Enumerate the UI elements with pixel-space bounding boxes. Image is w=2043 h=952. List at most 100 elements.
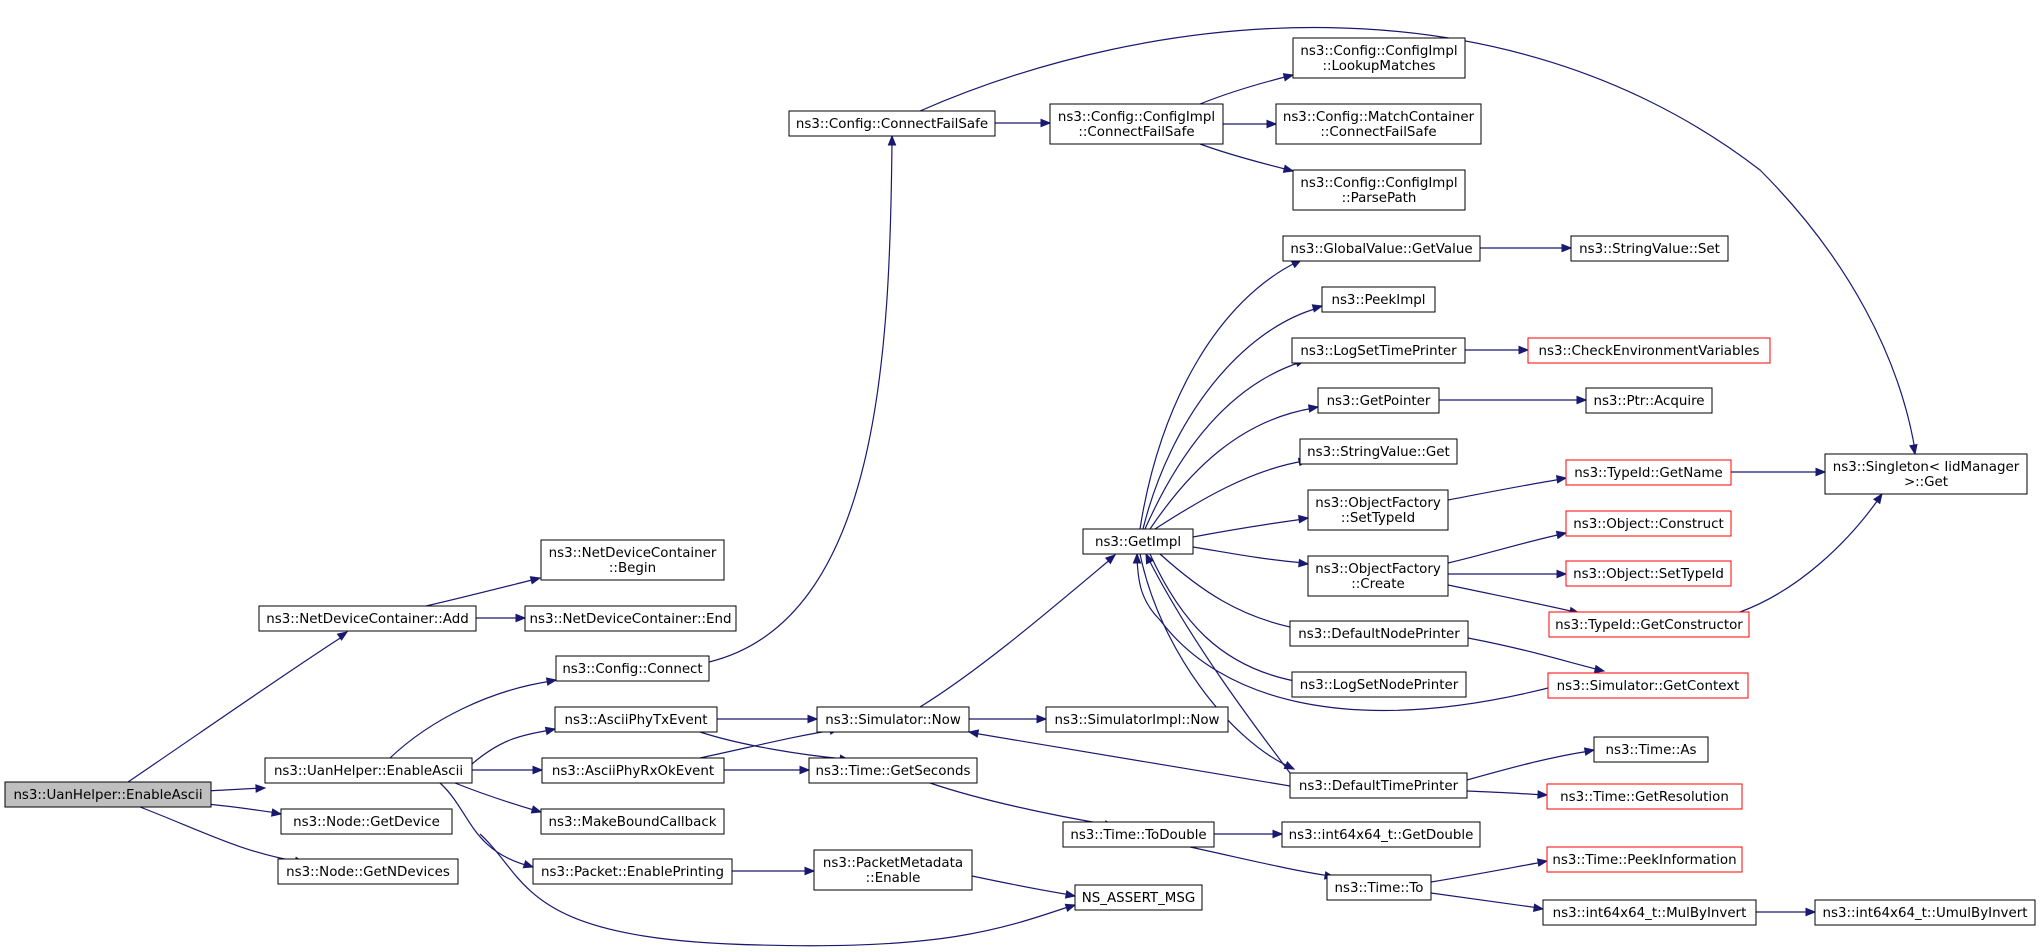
function-node-ndc-begin[interactable]: ns3::NetDeviceContainer::Begin [540, 539, 725, 581]
function-node-config-connect[interactable]: ns3::Config::Connect [555, 655, 710, 682]
function-node-typeid-getctor[interactable]: ns3::TypeId::GetConstructor [1548, 611, 1750, 638]
function-node-cfgimpl-cfs[interactable]: ns3::Config::ConfigImpl::ConnectFailSafe [1049, 103, 1224, 145]
function-node-i64-mulbyinvert[interactable]: ns3::int64x64_t::MulByInvert [1542, 899, 1757, 926]
node-box [1062, 821, 1215, 848]
arrowhead-icon [799, 765, 811, 775]
function-node-matchcont-cfs[interactable]: ns3::Config::MatchContainer::ConnectFail… [1275, 103, 1482, 145]
function-node-ptr-acquire[interactable]: ns3::Ptr::Acquire [1585, 387, 1713, 414]
edge-line [1136, 557, 1561, 712]
function-node-sim-now[interactable]: ns3::Simulator::Now [816, 706, 970, 733]
function-node-ndc-add[interactable]: ns3::NetDeviceContainer::Add [258, 605, 477, 632]
function-node-cfgimpl-parse[interactable]: ns3::Config::ConfigImpl::ParsePath [1292, 169, 1466, 211]
function-node-of-settypeid[interactable]: ns3::ObjectFactory::SetTypeId [1307, 489, 1449, 531]
function-node-typeid-getname[interactable]: ns3::TypeId::GetName [1565, 459, 1732, 486]
function-node-make-bound-cb[interactable]: ns3::MakeBoundCallback [540, 808, 725, 835]
edge-line [127, 634, 346, 783]
node-box [1326, 874, 1432, 901]
node-label: ns3::UanHelper::EnableAscii [13, 788, 202, 803]
function-node-ns-assert[interactable]: NS_ASSERT_MSG [1074, 884, 1203, 911]
node-label: ::Create [1351, 577, 1405, 592]
function-node-getpointer[interactable]: ns3::GetPointer [1317, 387, 1440, 414]
function-node-i64-umulbyinvert[interactable]: ns3::int64x64_t::UmulByInvert [1814, 899, 2036, 926]
call-edge-sim_now-to-getimpl [919, 554, 1117, 708]
call-edge-uan_enable_ascii-to-packet_enable_printing [439, 782, 535, 869]
function-node-simimpl-now[interactable]: ns3::SimulatorImpl::Now [1045, 706, 1229, 733]
call-edge-of_create-to-obj_settypeid [1448, 569, 1568, 579]
node-box [524, 605, 737, 632]
node-box [540, 539, 725, 581]
node-label: ns3::LogSetTimePrinter [1300, 344, 1457, 359]
function-node-i64-getdouble[interactable]: ns3::int64x64_t::GetDouble [1281, 821, 1481, 848]
call-edge-logsettimeprinter-to-check_env [1465, 345, 1530, 355]
call-edge-uan_enable_ascii-to-ascii_tx [471, 726, 557, 765]
function-node-ndc-end[interactable]: ns3::NetDeviceContainer::End [524, 605, 737, 632]
edge-line [708, 139, 893, 663]
function-node-obj-settypeid[interactable]: ns3::Object::SetTypeId [1565, 560, 1732, 587]
node-label: ::ConnectFailSafe [1320, 125, 1436, 140]
function-node-sv-get[interactable]: ns3::StringValue::Get [1299, 438, 1458, 465]
edge-line [699, 729, 836, 759]
function-node-time-getres[interactable]: ns3::Time::GetResolution [1546, 783, 1743, 810]
node-box [1074, 884, 1203, 911]
function-node-of-create[interactable]: ns3::ObjectFactory::Create [1307, 555, 1449, 597]
node-label: ns3::Config::MatchContainer [1283, 110, 1475, 125]
arrowhead-icon [1593, 664, 1606, 674]
node-label: ::ConnectFailSafe [1078, 125, 1194, 140]
arrowhead-icon [1561, 243, 1573, 253]
function-node-time-getseconds[interactable]: ns3::Time::GetSeconds [808, 757, 978, 784]
function-node-gv-getvalue[interactable]: ns3::GlobalValue::GetValue [1282, 235, 1481, 262]
function-node-defaulttimeprinter[interactable]: ns3::DefaultTimePrinter [1289, 772, 1468, 799]
function-node-peekimpl[interactable]: ns3::PeekImpl [1321, 286, 1436, 313]
function-node-cfgimpl-lookup[interactable]: ns3::Config::ConfigImpl::LookupMatches [1292, 37, 1466, 79]
function-node-config-cfs[interactable]: ns3::Config::ConnectFailSafe [788, 110, 996, 137]
function-node-logsetnodeprinter[interactable]: ns3::LogSetNodePrinter [1291, 671, 1467, 698]
arrowhead-icon [1805, 907, 1817, 917]
node-box [1565, 459, 1732, 486]
node-label: ns3::StringValue::Set [1579, 242, 1720, 257]
function-node-defaultnodeprinter[interactable]: ns3::DefaultNodePrinter [1289, 620, 1469, 647]
node-box [1565, 510, 1732, 537]
function-node-logsettimeprinter[interactable]: ns3::LogSetTimePrinter [1291, 337, 1466, 364]
function-node-uan-enable-ascii[interactable]: ns3::UanHelper::EnableAscii [264, 757, 473, 784]
call-edge-time_todouble-to-time_to [1189, 846, 1336, 880]
node-box [532, 858, 733, 885]
function-node-time-peekinfo[interactable]: ns3::Time::PeekInformation [1546, 846, 1743, 873]
arrowhead-icon [515, 613, 527, 623]
function-node-sv-set[interactable]: ns3::StringValue::Set [1570, 235, 1729, 262]
function-node-time-to[interactable]: ns3::Time::To [1326, 874, 1432, 901]
edge-line [389, 680, 553, 759]
function-node-getimpl[interactable]: ns3::GetImpl [1082, 528, 1194, 555]
edge-line [1466, 750, 1591, 781]
node-box [1542, 899, 1757, 926]
node-box [554, 706, 718, 733]
function-node-node-get-ndevices[interactable]: ns3::Node::GetNDevices [277, 858, 459, 885]
node-label: ns3::Packet::EnablePrinting [541, 865, 724, 880]
edge-line [479, 833, 1072, 947]
function-node-ascii-tx[interactable]: ns3::AsciiPhyTxEvent [554, 706, 718, 733]
arrowhead-icon [807, 714, 819, 724]
function-nodes: ns3::UanHelper::EnableAscii ns3::NetDevic… [4, 37, 2036, 926]
function-node-obj-construct[interactable]: ns3::Object::Construct [1565, 510, 1732, 537]
function-node-node-get-device[interactable]: ns3::Node::GetDevice [280, 808, 453, 835]
call-edge-config_cfs-to-cfgimpl_cfs [994, 118, 1052, 128]
function-node-enable-ascii[interactable]: ns3::UanHelper::EnableAscii [4, 781, 212, 808]
function-node-singleton-get[interactable]: ns3::Singleton< IidManager >::Get [1824, 453, 2028, 495]
function-node-time-as[interactable]: ns3::Time::As [1593, 736, 1709, 763]
node-box [1299, 438, 1458, 465]
call-edge-getimpl-to-gv_getvalue [1139, 259, 1303, 530]
function-node-ascii-rx[interactable]: ns3::AsciiPhyRxOkEvent [541, 757, 725, 784]
arrowhead-icon [1518, 345, 1530, 355]
node-label: ns3::int64x64_t::UmulByInvert [1823, 906, 2028, 921]
function-node-check-env[interactable]: ns3::CheckEnvironmentVariables [1527, 337, 1771, 364]
call-edge-defaulttimeprinter-to-sim_now [967, 729, 1291, 787]
function-node-packet-enable-printing[interactable]: ns3::Packet::EnablePrinting [532, 858, 733, 885]
function-node-time-todouble[interactable]: ns3::Time::ToDouble [1062, 821, 1215, 848]
edge-line [1466, 790, 1544, 796]
node-box [1292, 37, 1466, 79]
call-edge-enable_ascii-to-node_get_device [205, 803, 283, 817]
node-label: ns3::Time::PeekInformation [1552, 853, 1736, 868]
call-edge-getimpl-to-peekimpl [1142, 304, 1324, 530]
function-node-pm-enable[interactable]: ns3::PacketMetadata::Enable [813, 849, 973, 891]
function-node-sim-getcontext[interactable]: ns3::Simulator::GetContext [1547, 672, 1749, 699]
arrowhead-icon [1872, 492, 1883, 505]
